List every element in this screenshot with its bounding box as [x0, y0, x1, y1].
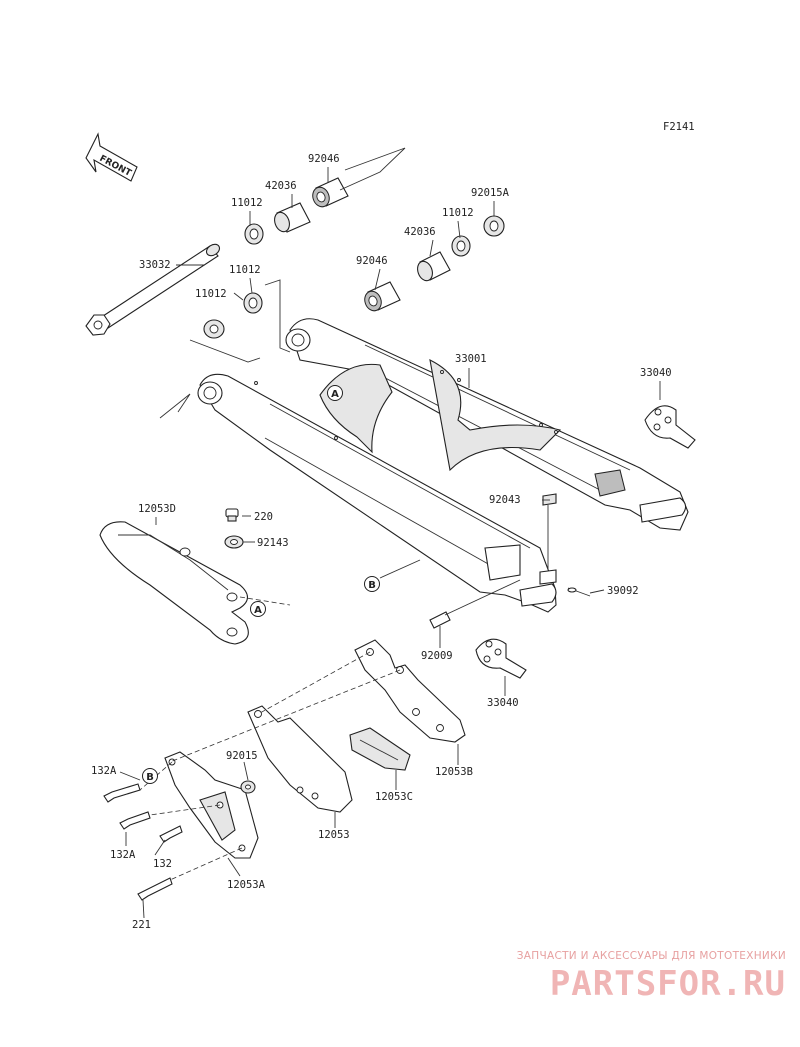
leader-lines	[119, 167, 661, 919]
label-92046-a: 92046	[308, 153, 340, 165]
guide-dashed-lines	[139, 651, 401, 881]
label-221: 221	[132, 919, 151, 931]
chain-slider-12053D	[99, 521, 291, 645]
svg-text:A: A	[331, 389, 339, 400]
bolt-132	[159, 825, 183, 843]
cotter-pin-39092	[567, 587, 591, 597]
figure-code: F2141	[663, 121, 695, 133]
chain-adjuster-33040-lower	[475, 638, 527, 679]
label-92015: 92015	[226, 750, 258, 762]
bolt-221	[137, 877, 173, 901]
chain-guide-12053	[247, 705, 353, 813]
label-11012-c: 11012	[195, 288, 227, 300]
label-12053A: 12053A	[227, 879, 266, 891]
svg-text:A: A	[254, 605, 262, 616]
label-33040-lower: 33040	[487, 697, 519, 709]
block-92043	[539, 493, 557, 585]
svg-text:B: B	[368, 580, 376, 591]
label-132A-lower: 132A	[110, 849, 136, 861]
collar-92143	[224, 535, 244, 549]
label-33001: 33001	[455, 353, 487, 365]
label-33032: 33032	[139, 259, 171, 271]
label-92046-b: 92046	[356, 255, 388, 267]
watermark-tagline: ЗАПЧАСТИ И АКСЕССУАРЫ ДЛЯ МОТОТЕХНИКИ	[516, 950, 786, 962]
label-132: 132	[153, 858, 172, 870]
callout-b-upper: B	[364, 576, 380, 592]
pivot-shaft-33032	[85, 243, 221, 336]
label-12053D: 12053D	[138, 503, 176, 515]
nut-92015	[240, 780, 256, 794]
label-92009: 92009	[421, 650, 453, 662]
part-labels: 92046 42036 11012 33032 11012 11012 9204…	[91, 153, 672, 931]
label-92043: 92043	[489, 494, 521, 506]
label-11012-d: 11012	[442, 207, 474, 219]
assembly-guide-lines	[159, 147, 406, 419]
chain-adjuster-33040-upper	[644, 405, 696, 449]
lower-seals	[203, 292, 263, 339]
callout-b-lower: B	[142, 768, 158, 784]
front-arrow-icon: FRONT	[85, 132, 138, 182]
label-11012-b: 11012	[229, 264, 261, 276]
label-92143: 92143	[257, 537, 289, 549]
label-132A-upper: 132A	[91, 765, 117, 777]
watermark-logo: PARTSFOR.RU	[549, 964, 786, 1004]
label-12053C: 12053C	[375, 791, 413, 803]
bolt-132A-upper	[103, 783, 141, 803]
label-11012-a: 11012	[231, 197, 263, 209]
svg-text:B: B	[146, 772, 154, 783]
bolt-132A-lower	[119, 811, 151, 830]
callout-a-lower: A	[250, 601, 266, 617]
label-12053: 12053	[318, 829, 350, 841]
label-92015A: 92015A	[471, 187, 510, 199]
label-12053B: 12053B	[435, 766, 473, 778]
upper-bearing-set	[244, 177, 349, 245]
chain-guide-12053B	[354, 639, 466, 743]
bolt-92009	[429, 579, 521, 629]
swingarm-33001	[197, 318, 689, 613]
chain-guide-12053A	[164, 751, 259, 859]
label-42036-b: 42036	[404, 226, 436, 238]
label-39092: 39092	[607, 585, 639, 597]
label-42036-a: 42036	[265, 180, 297, 192]
callout-a-upper: A	[327, 385, 343, 401]
label-220: 220	[254, 511, 273, 523]
label-33040-upper: 33040	[640, 367, 672, 379]
chain-guide-12053C	[349, 727, 411, 771]
bolt-220	[225, 508, 239, 522]
